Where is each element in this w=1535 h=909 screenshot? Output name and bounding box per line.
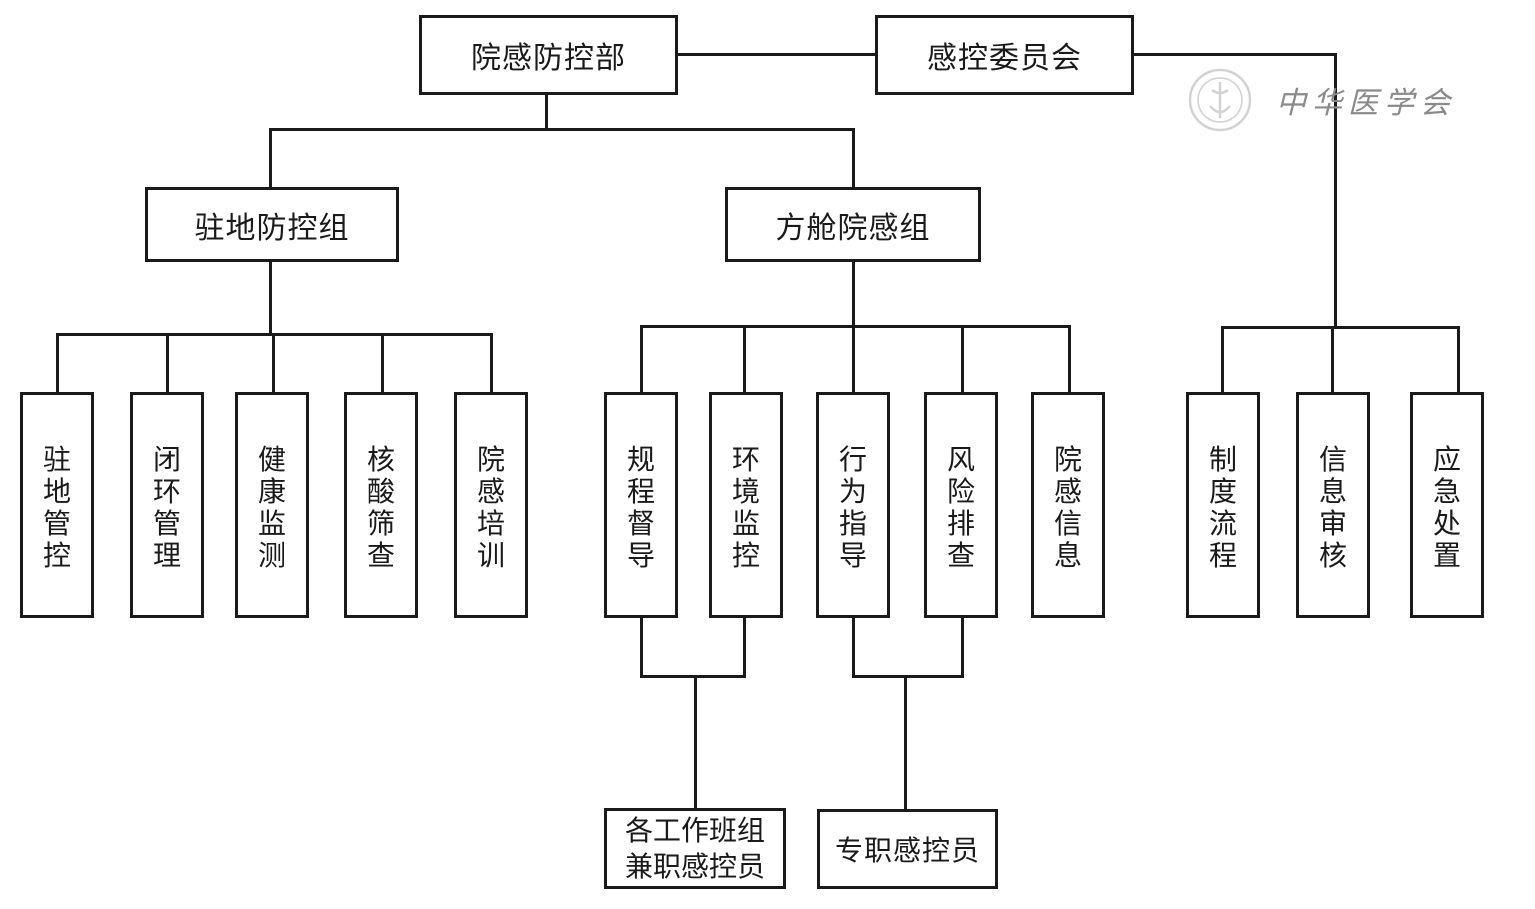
- watermark-text: 中华医学会: [1276, 86, 1456, 121]
- connector: [852, 675, 964, 678]
- parttime-staff-box: 各工作班组 兼职感控员: [604, 808, 786, 889]
- fulltime-staff-box: 专职感控员: [817, 809, 998, 889]
- connector: [1331, 326, 1334, 394]
- item-label: 规程督导: [626, 443, 655, 572]
- connector: [640, 675, 746, 678]
- station-item-box: 驻地管控: [20, 392, 94, 618]
- connector: [490, 333, 493, 394]
- connector: [1132, 53, 1337, 56]
- committee-item-box: 信息审核: [1296, 392, 1370, 618]
- connector: [852, 128, 855, 189]
- connector: [640, 325, 1071, 328]
- connector: [640, 325, 643, 394]
- connector: [961, 616, 964, 677]
- connector: [545, 93, 548, 130]
- committee-item-box: 应急处置: [1410, 392, 1484, 618]
- connector: [1457, 326, 1460, 394]
- connector: [1334, 53, 1337, 328]
- connector: [272, 333, 275, 394]
- cabin-item-box: 行为指导: [816, 392, 890, 618]
- connector: [743, 325, 746, 394]
- connector: [269, 128, 855, 131]
- connector: [743, 616, 746, 677]
- connector: [381, 333, 384, 394]
- connector: [166, 333, 169, 394]
- connector: [1068, 325, 1071, 394]
- item-label: 闭环管理: [152, 443, 181, 572]
- cabin-item-box: 环境监控: [709, 392, 783, 618]
- item-label: 应急处置: [1432, 443, 1461, 572]
- item-label: 驻地管控: [42, 443, 71, 572]
- item-label: 核酸筛查: [366, 443, 395, 572]
- item-label: 环境监控: [731, 443, 760, 572]
- connector: [852, 325, 855, 394]
- connector: [1221, 326, 1460, 329]
- station-item-box: 健康监测: [235, 392, 309, 618]
- connector: [852, 616, 855, 677]
- society-seal-icon: [1188, 68, 1252, 132]
- connector: [56, 333, 59, 394]
- item-label: 院感信息: [1053, 443, 1082, 572]
- connector: [904, 675, 907, 811]
- station-group-box: 驻地防控组: [145, 187, 399, 262]
- station-item-box: 院感培训: [454, 392, 528, 618]
- item-label: 院感培训: [476, 443, 505, 572]
- connector: [269, 128, 272, 189]
- station-item-box: 闭环管理: [130, 392, 204, 618]
- item-label: 风险排查: [946, 443, 975, 572]
- connector: [961, 325, 964, 394]
- item-label: 信息审核: [1318, 443, 1347, 572]
- connector: [694, 675, 697, 810]
- dept-box: 院感防控部: [419, 15, 678, 95]
- item-label: 行为指导: [838, 443, 867, 572]
- connector: [852, 259, 855, 327]
- item-label: 健康监测: [257, 443, 286, 572]
- committee-box: 感控委员会: [875, 15, 1134, 95]
- cabin-group-box: 方舱院感组: [725, 187, 981, 262]
- connector: [1221, 326, 1224, 394]
- committee-item-box: 制度流程: [1186, 392, 1260, 618]
- item-label: 制度流程: [1208, 443, 1237, 572]
- cabin-item-box: 风险排查: [924, 392, 998, 618]
- connector: [676, 53, 877, 56]
- cabin-item-box: 院感信息: [1031, 392, 1105, 618]
- station-item-box: 核酸筛查: [344, 392, 418, 618]
- connector: [640, 616, 643, 677]
- connector: [269, 259, 272, 335]
- cabin-item-box: 规程督导: [604, 392, 678, 618]
